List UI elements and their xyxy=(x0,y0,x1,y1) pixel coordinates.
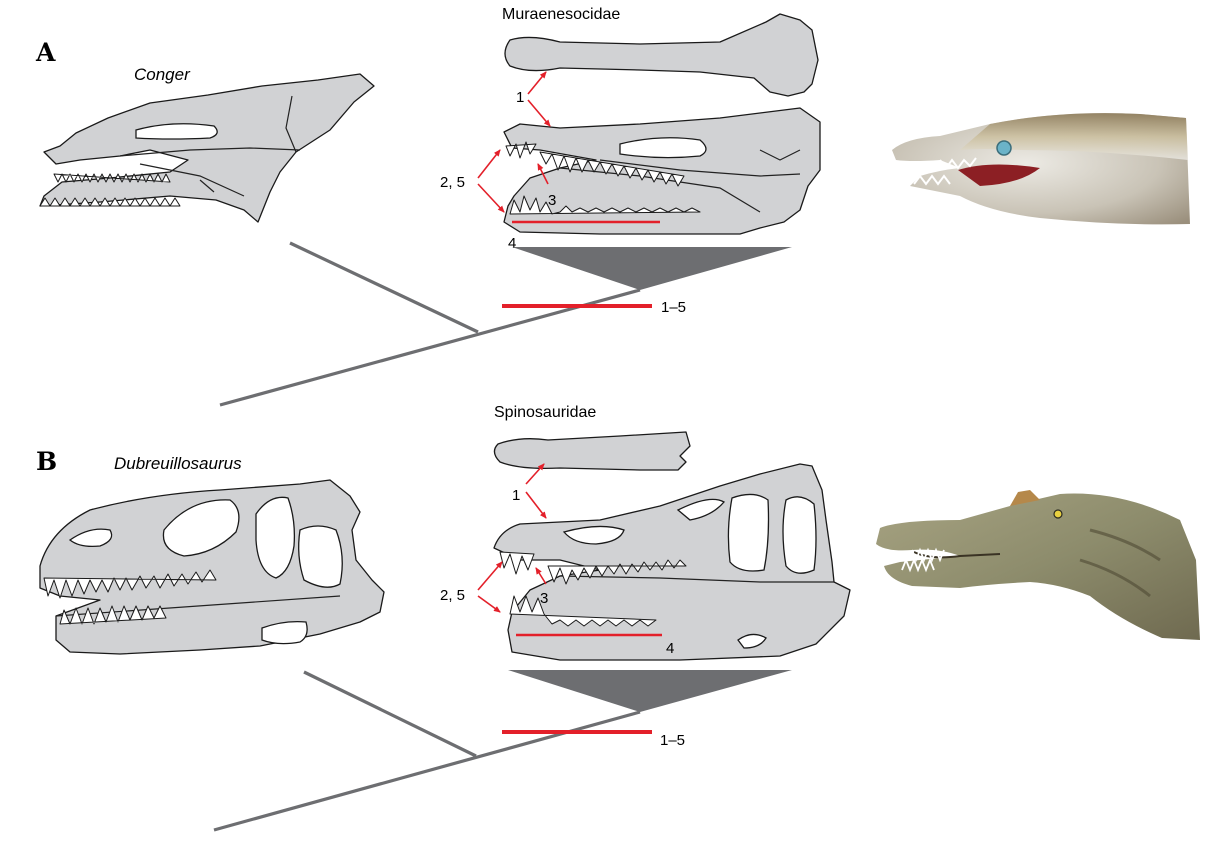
panel-a: A Conger Muraenesocidae xyxy=(35,6,1190,407)
panel-b-label-4: 4 xyxy=(666,640,674,657)
panel-a-tree-stem xyxy=(219,288,641,407)
panel-b-synapomorphy-label: 1–5 xyxy=(660,732,685,749)
panel-b-arrow-2b xyxy=(477,595,501,613)
panel-a-synapomorphy-label: 1–5 xyxy=(661,299,686,316)
panel-a-label-1: 1 xyxy=(516,89,524,106)
spinosaurid-premaxilla-drawing xyxy=(493,431,691,471)
panel-b-arrow-1a xyxy=(525,463,545,485)
panel-a-clade-wedge xyxy=(512,247,792,290)
panel-a-outgroup-name: Conger xyxy=(134,65,191,84)
panel-a-arrow-1b xyxy=(527,99,551,127)
panel-b-outgroup-name: Dubreuillosaurus xyxy=(114,454,242,473)
panel-b-letter: B xyxy=(36,447,57,476)
dubreuillosaurus-skull-drawing xyxy=(39,479,385,655)
panel-a-letter: A xyxy=(35,38,56,67)
muraenesocid-premaxilla-drawing xyxy=(504,13,819,97)
panel-a-arrow-3 xyxy=(537,163,549,185)
panel-b: B Dubreuillosaurus Spinosauridae xyxy=(36,404,1200,832)
panel-b-label-2-5: 2, 5 xyxy=(440,587,465,604)
panel-a-label-3: 3 xyxy=(548,192,556,209)
muraenesocid-head-illustration xyxy=(892,113,1190,225)
spinosaurid-skull-drawing xyxy=(493,463,851,661)
conger-skull-drawing xyxy=(39,73,375,223)
panel-a-tree-outgroup-branch xyxy=(289,241,479,334)
panel-b-clade-wedge xyxy=(508,670,792,712)
panel-a-arrow-2a xyxy=(477,149,501,179)
spinosaurid-head-illustration xyxy=(876,490,1200,640)
panel-b-clade-name: Spinosauridae xyxy=(494,404,596,421)
panel-a-clade-name: Muraenesocidae xyxy=(502,6,620,23)
panel-b-arrow-1b xyxy=(525,491,547,519)
panel-a-label-2-5: 2, 5 xyxy=(440,174,465,191)
panel-a-arrow-1a xyxy=(527,71,547,95)
panel-a-label-4: 4 xyxy=(508,235,516,252)
panel-a-arrow-2b xyxy=(477,183,505,213)
panel-b-tree-stem xyxy=(213,710,641,832)
panel-b-label-1: 1 xyxy=(512,487,520,504)
panel-b-arrow-2a xyxy=(477,561,503,591)
muraenesocid-skull-drawing xyxy=(503,107,821,235)
panel-b-label-3: 3 xyxy=(540,590,548,607)
panel-b-tree-outgroup-branch xyxy=(303,670,477,758)
panel-b-arrow-3 xyxy=(535,567,547,585)
